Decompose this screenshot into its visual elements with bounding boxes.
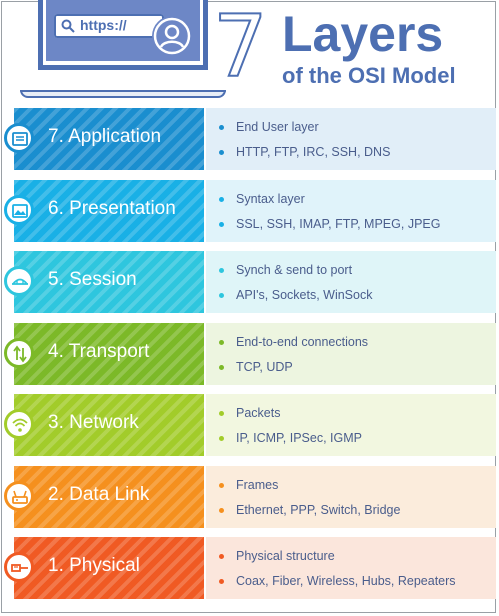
layer-label: 5. Session xyxy=(48,269,137,290)
layer-band-pattern xyxy=(14,108,204,170)
image-icon xyxy=(4,194,34,225)
wifi-icon xyxy=(4,409,34,439)
title-number: 7 xyxy=(212,0,269,97)
bridge-icon xyxy=(4,266,34,296)
page-title: Layers xyxy=(282,6,444,62)
bullet-icon xyxy=(219,507,224,513)
layer-detail-text: Physical structure xyxy=(236,549,335,563)
bullet-icon xyxy=(219,579,224,584)
layer-band-pattern xyxy=(14,251,204,313)
layer-detail-text: End User layer xyxy=(236,120,319,134)
layer-label: 7. Application xyxy=(48,126,162,147)
layer-band: 4. Transport xyxy=(4,322,204,385)
layer-band: 3. Network xyxy=(4,394,204,456)
layer-detail-text: API's, Sockets, WinSock xyxy=(236,288,373,302)
bullet-icon xyxy=(219,268,224,273)
layer-band: 6. Presentation xyxy=(4,179,204,242)
router-icon xyxy=(4,480,34,511)
layer-band-pattern xyxy=(14,394,204,456)
cable-icon xyxy=(4,552,34,582)
laptop-screen xyxy=(38,0,208,70)
layer-band: 1. Physical xyxy=(4,537,204,599)
bullet-icon xyxy=(219,364,224,370)
user-avatar-icon xyxy=(152,16,192,56)
bullet-icon xyxy=(219,125,224,130)
layer-detail-text: HTTP, FTP, IRC, SSH, DNS xyxy=(236,145,391,159)
transfer-arrows-icon xyxy=(4,337,34,368)
layer-detail-text: End-to-end connections xyxy=(236,334,369,349)
bullet-icon xyxy=(219,339,224,345)
layer-band-pattern xyxy=(14,322,204,385)
layer-detail-text: SSL, SSH, IMAP, FTP, MPEG, JPEG xyxy=(236,216,441,231)
layer-detail-text: IP, ICMP, IPSec, IGMP xyxy=(236,431,362,445)
layer-label: 6. Presentation xyxy=(48,197,176,219)
layer-label: 3. Network xyxy=(48,412,139,433)
layer-band-pattern xyxy=(14,179,204,242)
layer-label: 4. Transport xyxy=(48,340,150,362)
layer-detail-text: Coax, Fiber, Wireless, Hubs, Repeaters xyxy=(236,574,456,588)
page-subtitle: of the OSI Model xyxy=(282,63,456,88)
layer-band: 7. Application xyxy=(4,108,204,170)
bullet-icon xyxy=(219,293,224,298)
layer-detail-text: Synch & send to port xyxy=(236,263,353,277)
layer-label: 2. Data Link xyxy=(48,483,150,505)
layer-detail-text: Packets xyxy=(236,406,281,420)
bullet-icon xyxy=(219,436,224,441)
layer-band: 2. Data Link xyxy=(4,465,204,528)
bullet-icon xyxy=(219,221,224,227)
bullet-icon xyxy=(219,411,224,416)
layer-band: 5. Session xyxy=(4,251,204,313)
window-icon xyxy=(4,123,34,153)
bullet-icon xyxy=(219,554,224,559)
url-text: https:// xyxy=(80,17,127,33)
search-icon xyxy=(61,19,75,33)
layer-detail-text: Syntax layer xyxy=(236,191,305,206)
laptop-base xyxy=(20,90,226,98)
layer-band-pattern xyxy=(14,465,204,528)
layer-detail-text: Ethernet, PPP, Switch, Bridge xyxy=(236,502,401,517)
bullet-icon xyxy=(219,196,224,202)
bullet-icon xyxy=(219,150,224,155)
layer-detail-text: Frames xyxy=(236,477,279,492)
layer-label: 1. Physical xyxy=(48,555,140,576)
bullet-icon xyxy=(219,482,224,488)
layer-detail-text: TCP, UDP xyxy=(236,359,293,374)
layer-band-pattern xyxy=(14,537,204,599)
url-bar: https:// xyxy=(54,14,164,38)
